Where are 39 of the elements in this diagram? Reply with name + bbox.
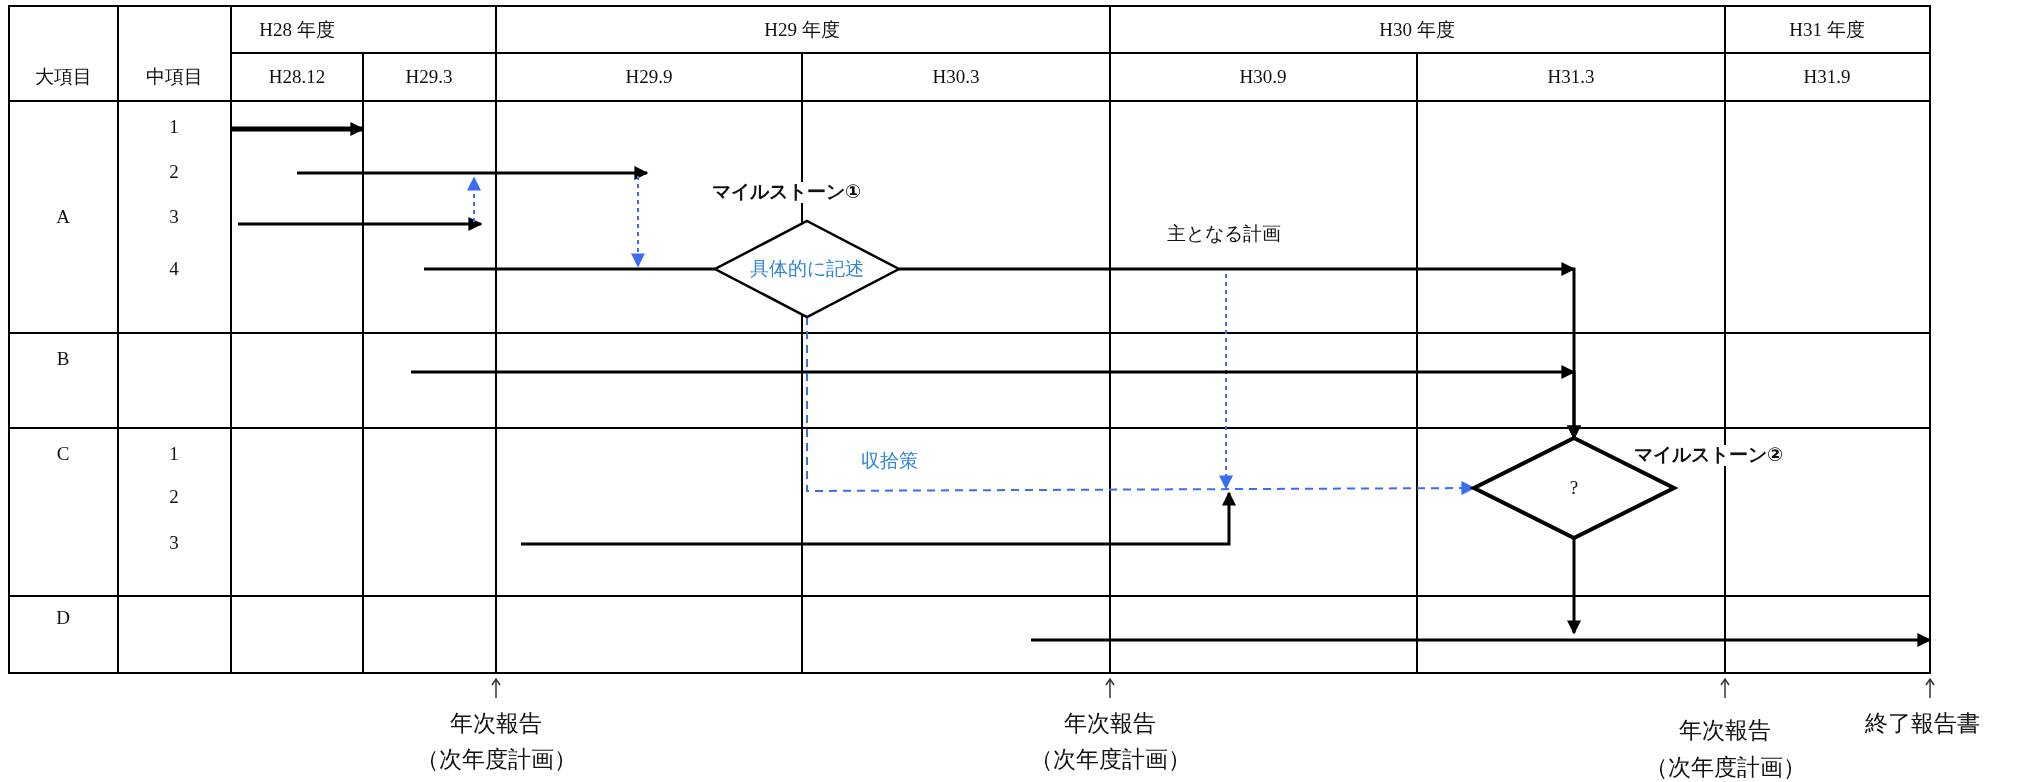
item-number: 4 — [169, 258, 179, 280]
period-header: H29.3 — [405, 66, 453, 88]
node-text: ? — [1569, 477, 1579, 499]
milestone-note: 年次報告 — [1679, 717, 1771, 745]
period-header: H31.9 — [1803, 66, 1851, 88]
milestone-note: 年次報告 — [1064, 710, 1156, 738]
period-header: H28.12 — [268, 66, 326, 88]
item-number: 2 — [169, 161, 179, 183]
milestone-note: 年次報告 — [450, 710, 542, 738]
category-label: C — [56, 443, 70, 465]
year-header: H31 年度 — [1789, 19, 1865, 41]
milestone-note: （次年度計画） — [1644, 754, 1806, 782]
arrow — [411, 365, 1581, 438]
category-label: A — [56, 206, 70, 228]
period-header: H31.3 — [1547, 66, 1595, 88]
category-label: D — [56, 607, 70, 629]
milestone-note: （次年度計画） — [1029, 746, 1191, 774]
item-number: 2 — [169, 486, 179, 508]
period-header: H29.9 — [625, 66, 673, 88]
arrow — [1567, 538, 1581, 635]
period-header: H30.9 — [1239, 66, 1287, 88]
milestone-label: マイルストーン② — [1634, 445, 1784, 466]
milestone-note: （次年度計画） — [415, 746, 577, 774]
year-header: H29 年度 — [764, 19, 840, 41]
node-text: 具体的に記述 — [750, 258, 864, 280]
edge-label: 収拾策 — [860, 450, 918, 472]
period-header: H30.3 — [932, 66, 980, 88]
column-header: 中項目 — [145, 66, 203, 88]
item-number: 1 — [169, 443, 179, 465]
column-header: 大項目 — [34, 66, 92, 88]
item-number: 1 — [169, 116, 179, 138]
item-number: 3 — [169, 206, 179, 228]
milestone-note: 終了報告書 — [1864, 710, 1980, 738]
annotation-text: 主となる計画 — [1167, 223, 1281, 245]
category-label: B — [56, 348, 70, 370]
year-header: H28 年度 — [259, 19, 335, 41]
item-number: 3 — [169, 532, 179, 554]
year-header: H30 年度 — [1379, 19, 1455, 41]
milestone-label: マイルストーン① — [712, 182, 862, 203]
